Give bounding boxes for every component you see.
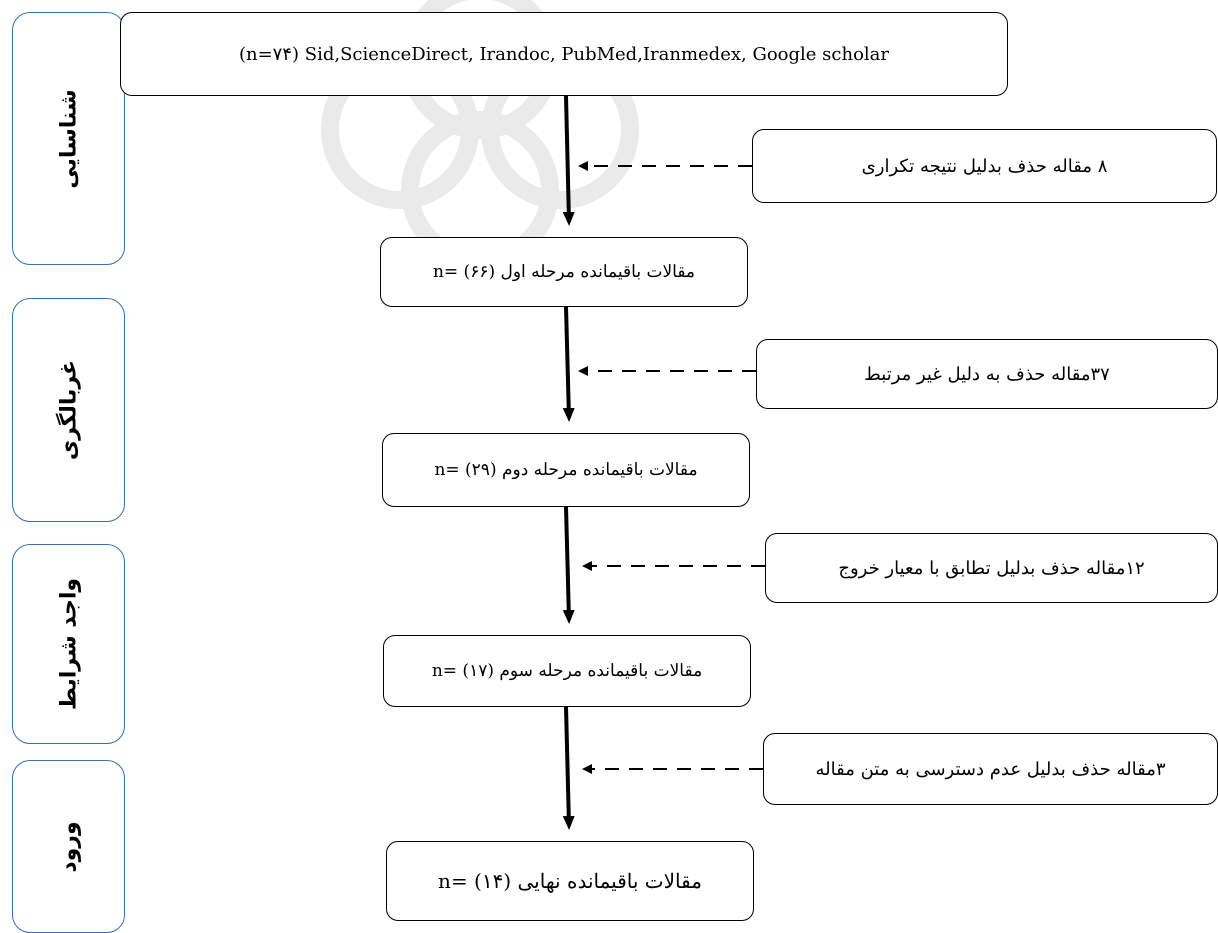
exclusion-text-2: ۳۷مقاله حذف به دلیل غیر مرتبط bbox=[864, 363, 1110, 385]
stage3-text: مقالات باقیمانده مرحله سوم (۱۷) =n bbox=[431, 661, 703, 681]
arrow-stage3-to-final bbox=[562, 706, 575, 830]
exclusion-box-2: ۳۷مقاله حذف به دلیل غیر مرتبط bbox=[756, 339, 1218, 409]
exclusion-text-1: ۸ مقاله حذف بدلیل نتیجه تکراری bbox=[861, 155, 1108, 177]
section-eligibility: واجد شرایط bbox=[12, 544, 125, 744]
exclusion-box-4: ۳مقاله حذف بدلیل عدم دسترسی به متن مقاله bbox=[763, 733, 1218, 805]
section-identification: شناسایی bbox=[12, 12, 125, 265]
final-box: مقالات باقیمانده نهایی (۱۴) =n bbox=[386, 841, 754, 921]
stage3-box: مقالات باقیمانده مرحله سوم (۱۷) =n bbox=[383, 635, 751, 707]
final-text: مقالات باقیمانده نهایی (۱۴) =n bbox=[438, 869, 702, 893]
stage2-text: مقالات باقیمانده مرحله دوم (۲۹) =n bbox=[434, 460, 698, 480]
exclusion-text-4: ۳مقاله حذف بدلیل عدم دسترسی به متن مقاله bbox=[815, 758, 1166, 780]
stage1-text: مقالات باقیمانده مرحله اول (۶۶) =n bbox=[432, 262, 696, 282]
exclusion-text-3: ۱۲مقاله حذف بدلیل تطابق با معیار خروج bbox=[838, 557, 1145, 579]
stage2-box: مقالات باقیمانده مرحله دوم (۲۹) =n bbox=[382, 433, 750, 507]
exclusion-box-1: ۸ مقاله حذف بدلیل نتیجه تکراری bbox=[752, 129, 1217, 203]
arrow-sources-to-stage1 bbox=[562, 95, 575, 226]
arrow-stage2-to-stage3 bbox=[562, 506, 575, 624]
sources-text: (n=۷۴) Sid,ScienceDirect, Irandoc, PubMe… bbox=[238, 43, 889, 65]
section-screening: غربالگری bbox=[12, 298, 125, 522]
sources-box: (n=۷۴) Sid,ScienceDirect, Irandoc, PubMe… bbox=[120, 12, 1008, 96]
stage1-box: مقالات باقیمانده مرحله اول (۶۶) =n bbox=[380, 237, 748, 307]
arrow-stage1-to-stage2 bbox=[562, 306, 575, 422]
exclusion-box-3: ۱۲مقاله حذف بدلیل تطابق با معیار خروج bbox=[765, 533, 1218, 603]
